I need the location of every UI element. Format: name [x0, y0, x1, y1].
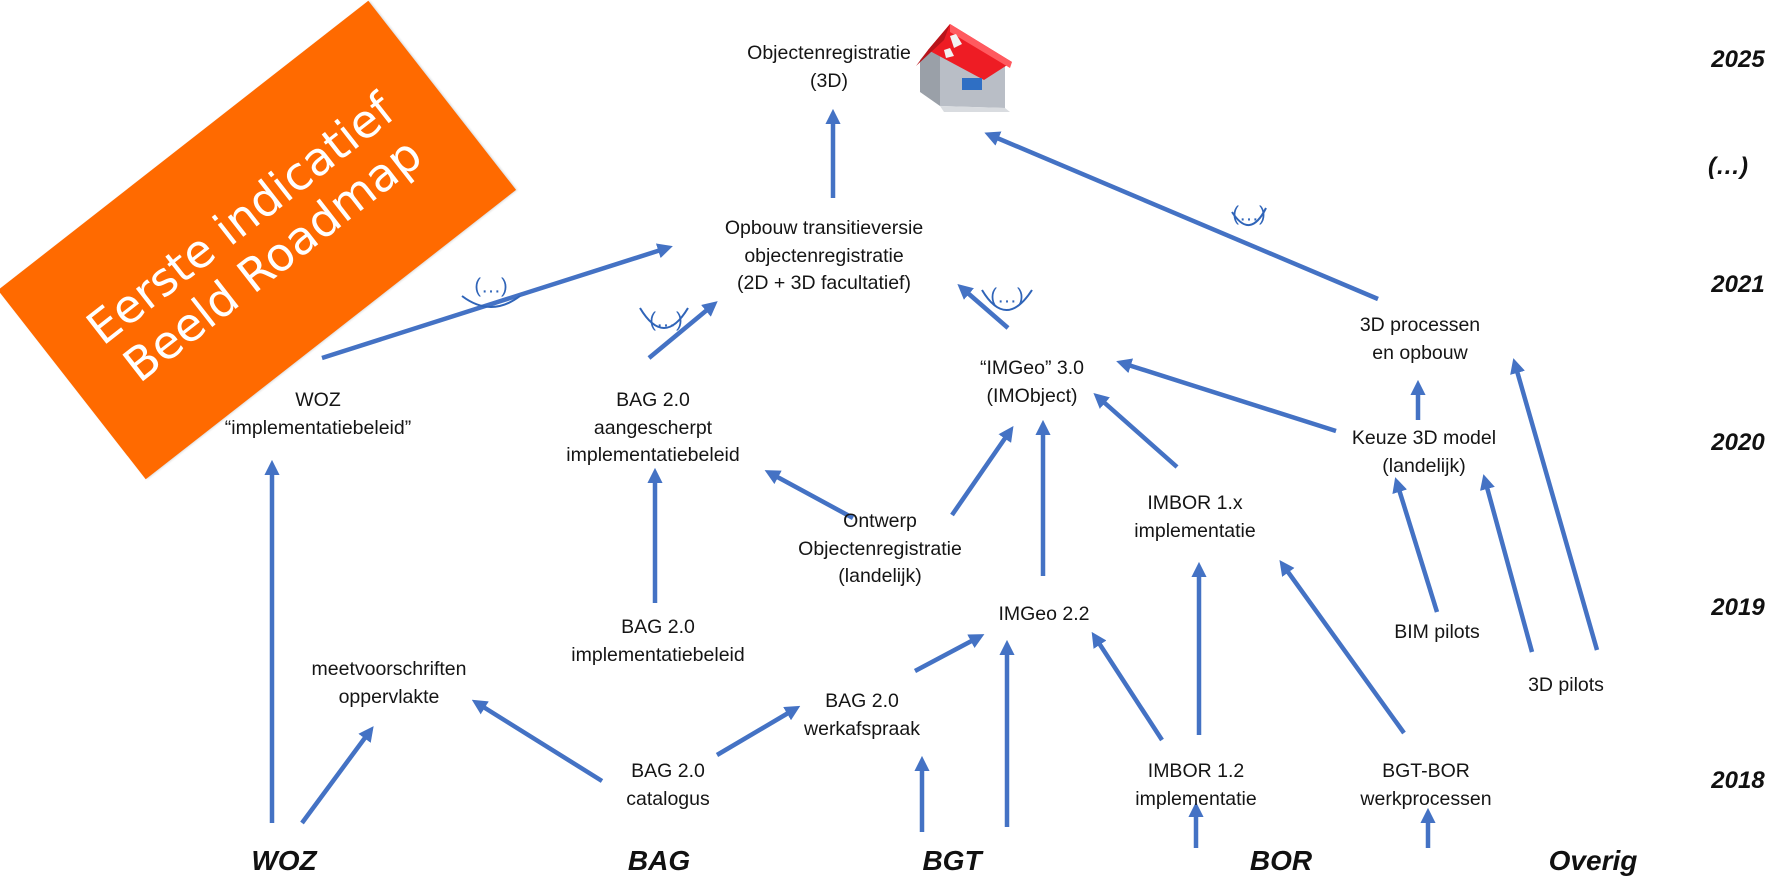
track-bag: BAG: [627, 845, 691, 876]
arrow-imbor12-to-imgeo22: [1091, 631, 1164, 742]
ellipsis-label-imgeo: (…): [990, 285, 1024, 308]
node-imbor-1x: IMBOR 1.x implementatie: [1134, 492, 1256, 542]
node-imgeo-30: “IMGeo” 3.0 (IMObject): [979, 357, 1085, 407]
year-2018: 2018: [1711, 767, 1765, 794]
arrow-ontwerp-to-aangescherpt: [764, 470, 855, 520]
arrow-catalogus-to-werkafspraak: [715, 705, 801, 757]
arrow-bim-pilots-to-keuze: [1392, 477, 1440, 613]
year-2025: 2025: [1711, 46, 1765, 73]
node-opbouw-transitieversie: Opbouw transitieversie objectenregistrat…: [724, 217, 924, 295]
arrow-3d-processen-to-objectenregistratie: [984, 131, 1379, 302]
arrow-3d-pilots-to-3d-processen: [1510, 358, 1600, 651]
node-3d-processen: 3D processen en opbouw: [1359, 314, 1481, 364]
node-meetvoorschriften: meetvoorschriften oppervlakte: [311, 658, 467, 708]
arrow-imbor1x-to-imgeo30: [1093, 392, 1179, 469]
arrow-imgeo30-to-opbouw: [957, 283, 1010, 330]
arrow-ontwerp-to-imgeo30: [950, 425, 1014, 517]
year-ellipsis: (…): [1708, 153, 1748, 180]
arc-imgeo: [981, 289, 1033, 311]
ellipsis-label-3d: (…): [1232, 203, 1266, 226]
track-bor: BOR: [1249, 845, 1313, 876]
arrow-catalogus-to-meetvoorschriften: [471, 699, 604, 783]
node-imbor-12: IMBOR 1.2 implementatie: [1135, 760, 1257, 810]
arrow-bag20-aangescherpt-to-opbouw: [647, 301, 718, 360]
node-woz-implementatiebeleid: WOZ “implementatiebeleid”: [224, 389, 412, 439]
node-keuze-3d-model: Keuze 3D model (landelijk): [1351, 427, 1497, 477]
arrow-werkafspraak-to-imgeo22: [913, 634, 985, 673]
arrow-woz-to-meetvoorschriften: [300, 726, 374, 825]
arrow-bgt-bor-to-imbor1x: [1279, 560, 1406, 735]
node-bag20-aangescherpt: BAG 2.0 aangescherpt implementatiebeleid: [566, 389, 740, 467]
track-woz: WOZ: [251, 845, 317, 876]
arrow-woz-implementatiebeleid-to-opbouw: [321, 243, 673, 361]
node-bim-pilots: BIM pilots: [1394, 621, 1480, 643]
node-imgeo-22: IMGeo 2.2: [998, 603, 1090, 625]
arc-woz: [461, 295, 521, 308]
arc-3d: [1231, 207, 1267, 226]
node-bag20-catalogus: BAG 2.0 catalogus: [626, 760, 710, 810]
arrow-keuze-to-imgeo30: [1116, 358, 1337, 434]
node-bag20-werkafspraak: BAG 2.0 werkafspraak: [804, 690, 920, 740]
year-2020: 2020: [1711, 429, 1765, 456]
node-3d-pilots: 3D pilots: [1528, 674, 1604, 696]
ellipsis-label-woz: (…): [474, 275, 508, 298]
node-ontwerp-objectenregistratie: Ontwerp Objectenregistratie (landelijk): [798, 510, 962, 588]
track-overig: Overig: [1548, 845, 1638, 876]
arrow-3d-pilots-to-keuze: [1480, 474, 1535, 653]
house-3d-icon: [916, 24, 1012, 112]
node-bgt-bor-werkprocessen: BGT-BOR werkprocessen: [1360, 760, 1492, 810]
node-objectenregistratie-3d: Objectenregistratie (3D): [747, 42, 911, 92]
track-bgt: BGT: [922, 845, 982, 876]
year-2021: 2021: [1711, 271, 1765, 298]
ellipsis-label-bag: (…): [649, 309, 683, 332]
arc-bag: [639, 307, 689, 329]
year-2019: 2019: [1711, 594, 1765, 621]
node-bag20-implementatiebeleid: BAG 2.0 implementatiebeleid: [571, 616, 745, 666]
